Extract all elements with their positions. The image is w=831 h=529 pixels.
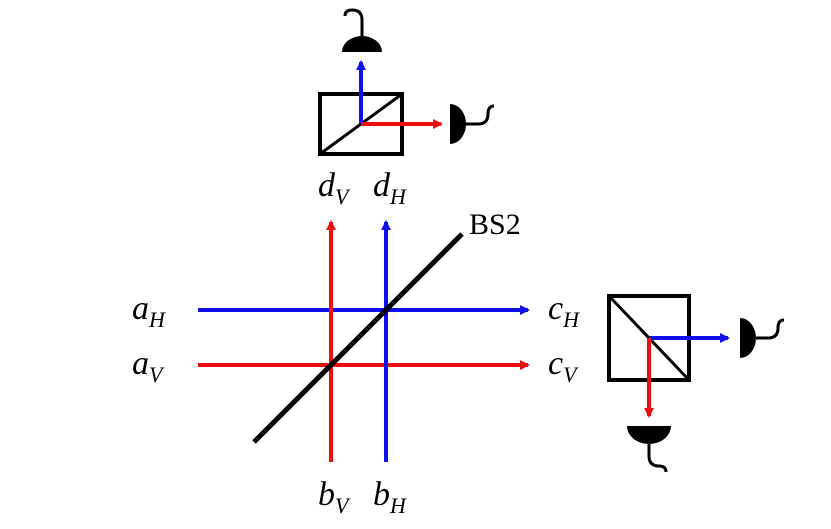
label-c-v: cV (548, 345, 579, 387)
bs2-group: BS2 (198, 208, 530, 462)
right-polarizing-beam-splitter (607, 294, 785, 473)
label-b-v: bV (318, 476, 351, 518)
beam-splitter-bs2 (252, 232, 464, 444)
label-a-h: aH (132, 290, 166, 332)
detector-icon (740, 318, 785, 358)
label-a-v: aV (132, 345, 165, 387)
detector-icon (450, 104, 495, 144)
bs2-label: BS2 (469, 208, 521, 241)
detector-icon (627, 426, 671, 473)
label-c-h: cH (548, 290, 580, 332)
top-polarizing-beam-splitter (318, 8, 495, 156)
label-b-h: bH (373, 476, 407, 518)
detector-icon (342, 8, 382, 52)
label-d-v: dV (318, 167, 351, 209)
label-d-h: dH (373, 167, 407, 209)
